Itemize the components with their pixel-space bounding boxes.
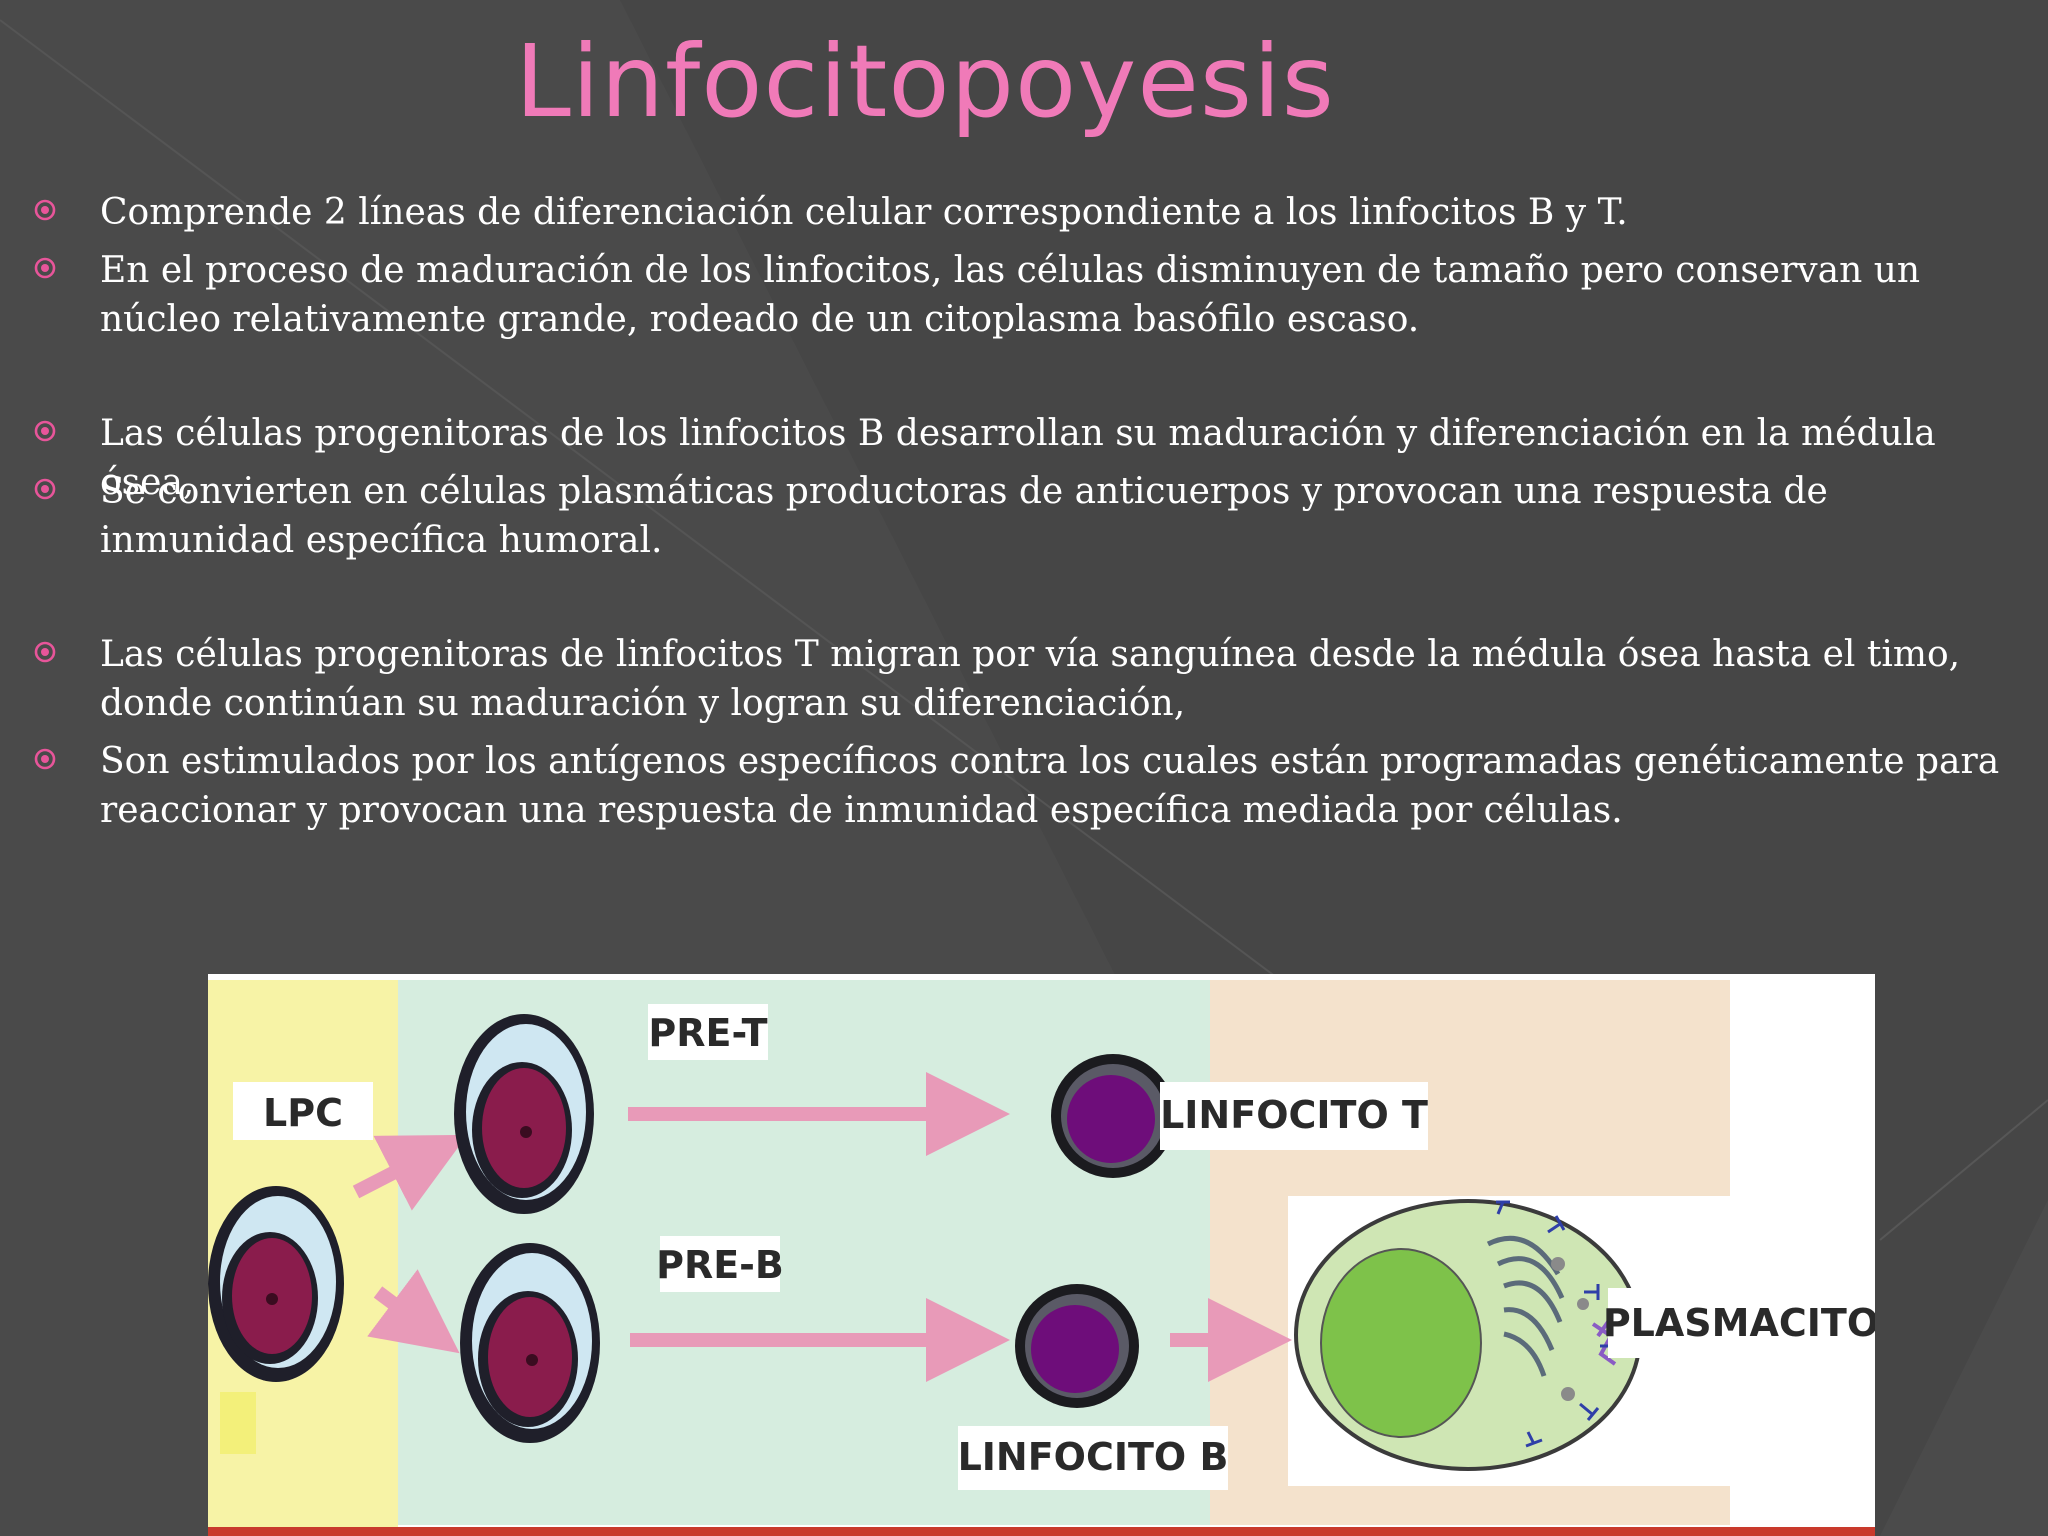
bullet-item: En el proceso de maduración de los linfo… xyxy=(34,246,2025,344)
bullet-text: En el proceso de maduración de los linfo… xyxy=(100,250,1921,340)
branch-arrow-up xyxy=(352,1134,468,1211)
circle-bullet-icon xyxy=(34,641,56,663)
lymphopoiesis-diagram: LPC PRE-T PRE-B xyxy=(208,974,1875,1536)
lpc-label: LPC xyxy=(263,1091,343,1135)
bullet-text: Son estimulados por los antígenos especí… xyxy=(100,741,2000,831)
pre-b-label: PRE-B xyxy=(656,1243,784,1287)
pre-t-label: PRE-T xyxy=(648,1011,767,1055)
linfocito-t-label: LINFOCITO T xyxy=(1160,1093,1428,1137)
circle-bullet-icon xyxy=(34,478,56,500)
bullet-item: Son estimulados por los antígenos especí… xyxy=(34,737,2025,835)
bullet-text: Las células progenitoras de linfocitos T… xyxy=(100,634,1961,724)
pre-t-cell xyxy=(454,1014,594,1214)
branch-arrow-down xyxy=(367,1269,460,1354)
plasmacito-label: PLASMACITO xyxy=(1603,1301,1875,1345)
bullet-item: Las células progenitoras de linfocitos T… xyxy=(34,630,2025,728)
bullet-item: Se convierten en células plasmáticas pro… xyxy=(34,467,2025,565)
bullet-item: Las células progenitoras de los linfocit… xyxy=(34,409,2025,507)
bullet-text: Comprende 2 líneas de diferenciación cel… xyxy=(100,192,1628,233)
linfocito-b-label: LINFOCITO B xyxy=(958,1435,1229,1479)
linfocito-b-cell xyxy=(1015,1284,1139,1408)
bullet-text: Las células progenitoras de los linfocit… xyxy=(100,413,1936,503)
pre-b-cell xyxy=(460,1243,600,1443)
bullet-text: Se convierten en células plasmáticas pro… xyxy=(100,471,1828,561)
plasmacito-cell xyxy=(1294,1199,1642,1471)
circle-bullet-icon xyxy=(34,199,56,221)
circle-bullet-icon xyxy=(34,420,56,442)
circle-bullet-icon xyxy=(34,748,56,770)
slide-title: Linfocitopoyesis xyxy=(515,23,1335,140)
bottom-border xyxy=(208,1527,1875,1536)
lpc-cell xyxy=(208,1186,344,1382)
circle-bullet-icon xyxy=(34,257,56,279)
bullet-item: Comprende 2 líneas de diferenciación cel… xyxy=(34,188,2025,237)
linfocito-t-cell xyxy=(1051,1054,1175,1178)
